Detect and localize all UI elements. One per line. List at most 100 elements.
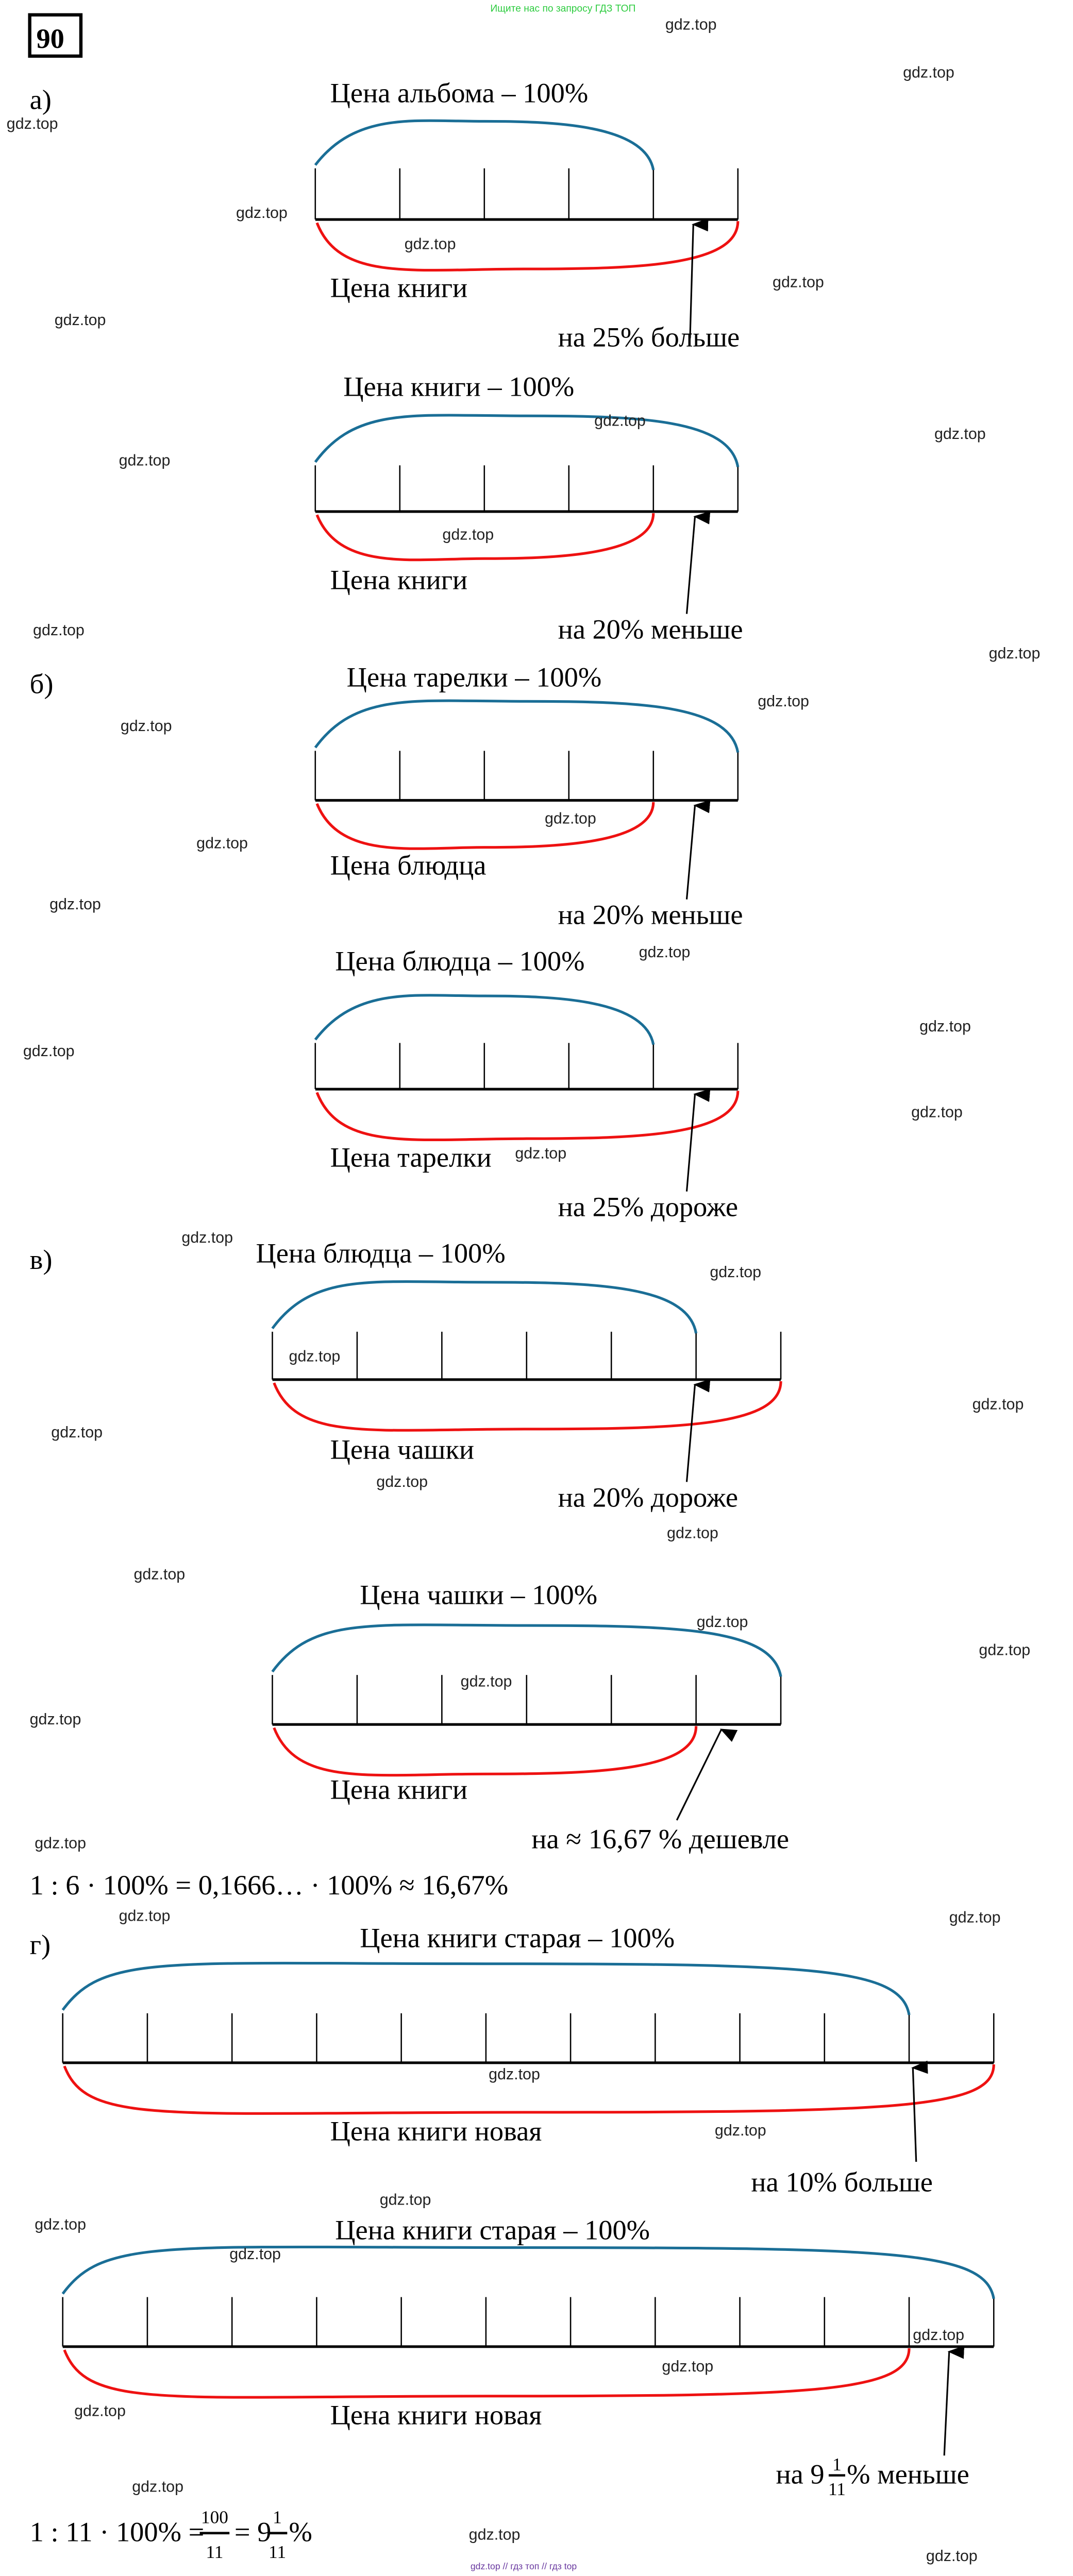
formula-g-frac1-den: 11 — [206, 2542, 223, 2562]
diagram-title: Цена альбома – 100% — [330, 77, 589, 109]
watermark-text: gdz.top — [23, 1042, 75, 1060]
difference-note: на 25% больше — [558, 321, 740, 353]
watermark-text: gdz.top — [196, 834, 248, 852]
diagram-title: Цена книги – 100% — [343, 371, 574, 402]
diagrams: Цена альбома – 100% Цена книги на 25% боль… — [61, 77, 995, 2499]
footer-text: gdz.top // гдз топ // гдз top — [471, 2561, 577, 2571]
diagram-8: Цена книги старая – 100%Цена книги новая… — [61, 2214, 995, 2499]
watermark-text: gdz.top — [236, 204, 288, 222]
whole-arc — [271, 1280, 698, 1334]
watermark-text: gdz.top — [697, 1613, 748, 1631]
watermark-text: gdz.top — [119, 451, 171, 469]
part-arc — [273, 1726, 698, 1777]
task-number: 90 — [36, 23, 64, 54]
watermark-text: gdz.top — [121, 717, 172, 735]
part-arc — [63, 2064, 995, 2115]
watermark-text: gdz.top — [594, 412, 646, 429]
diagram-7: Цена книги старая – 100%Цена книги новая… — [61, 1922, 995, 2198]
watermark-text: gdz.top — [911, 1103, 963, 1121]
watermark-text: gdz.top — [469, 2526, 521, 2544]
whole-arc — [314, 994, 655, 1045]
difference-note: на 25% дороже — [558, 1191, 738, 1223]
difference-note-frac-den: 11 — [828, 2479, 846, 2499]
watermark-text: gdz.top — [380, 2191, 431, 2208]
watermarks: gdz.top gdz.top gdz.top gdz.top gdz.top gdz.t… — [7, 16, 1041, 2565]
bottom-label: Цена чашки — [330, 1434, 474, 1465]
banner-text: Ищите нас по запросу ГДЗ ТОП — [490, 3, 635, 14]
watermark-text: gdz.top — [773, 273, 824, 291]
whole-arc — [314, 699, 740, 753]
watermark-text: gdz.top — [758, 692, 809, 710]
part-label-a: а) — [30, 83, 52, 115]
watermark-text: gdz.top — [33, 621, 85, 639]
whole-arc — [61, 1961, 911, 2015]
watermark-text: gdz.top — [949, 1909, 1001, 1926]
watermark-text: gdz.top — [30, 1710, 81, 1728]
watermark-text: gdz.top — [289, 1348, 341, 1365]
difference-note: на 10% больше — [751, 2166, 933, 2198]
bottom-label: Цена книги — [330, 272, 468, 303]
arrow-icon — [689, 218, 709, 338]
arrow-icon — [943, 2345, 965, 2456]
diagram-title: Цена книги старая – 100% — [335, 2214, 650, 2246]
watermark-text: gdz.top — [979, 1641, 1030, 1659]
arrow-icon — [685, 511, 711, 614]
watermark-text: gdz.top — [35, 2215, 86, 2233]
formula-g-frac2-num: 1 — [273, 2507, 282, 2528]
watermark-text: gdz.top — [903, 64, 954, 81]
watermark-text: gdz.top — [132, 2478, 183, 2496]
whole-arc — [314, 414, 740, 467]
whole-arc — [61, 2245, 995, 2299]
watermark-text: gdz.top — [667, 1524, 718, 1541]
watermark-text: gdz.top — [442, 526, 494, 543]
part-arc — [273, 1381, 782, 1432]
diagram-1: Цена альбома – 100% Цена книги на 25% боль… — [314, 77, 740, 353]
part-arc — [315, 221, 740, 272]
whole-arc — [314, 119, 655, 171]
arrow-icon — [676, 1728, 738, 1821]
bottom-label: Цена тарелки — [330, 1142, 492, 1173]
watermark-text: gdz.top — [545, 809, 596, 827]
part-arc — [315, 513, 655, 562]
watermark-text: gdz.top — [7, 115, 58, 132]
watermark-text: gdz.top — [489, 2065, 540, 2083]
formula-g-prefix: 1 : 11 · 100% = — [30, 2516, 205, 2548]
diagram-title: Цена чашки – 100% — [360, 1579, 597, 1610]
watermark-text: gdz.top — [55, 311, 106, 329]
watermark-text: gdz.top — [973, 1395, 1024, 1413]
task-number-box — [28, 13, 83, 58]
bottom-label: Цена книги — [330, 564, 468, 595]
diagram-title: Цена тарелки – 100% — [347, 661, 602, 692]
formula-g: 1 : 11 · 100% = 100 11 = 9 1 11 % — [30, 2507, 312, 2562]
watermark-text: gdz.top — [405, 235, 456, 253]
watermark-text: gdz.top — [919, 1018, 971, 1035]
watermark-text: gdz.top — [35, 1834, 86, 1852]
part-arc — [315, 1091, 740, 1142]
watermark-text: gdz.top — [181, 1229, 233, 1246]
part-arc — [63, 2348, 911, 2399]
part-arc — [315, 802, 655, 850]
watermark-text: gdz.top — [710, 1263, 761, 1281]
part-label-v: в) — [30, 1244, 53, 1275]
watermark-text: gdz.top — [913, 2326, 964, 2344]
watermark-text: gdz.top — [119, 1907, 171, 1924]
watermark-text: gdz.top — [989, 645, 1041, 662]
arrow-icon — [685, 1089, 711, 1192]
watermark-text: gdz.top — [662, 2358, 713, 2375]
diagram-title: Цена блюдца – 100% — [256, 1237, 505, 1268]
diagram-title: Цена книги старая – 100% — [360, 1922, 675, 1954]
formula-g-eq: = 9 — [234, 2516, 272, 2548]
arrow-icon — [911, 2060, 928, 2162]
watermark-text: gdz.top — [376, 1473, 428, 1490]
formula-v: 1 : 6 · 100% = 0,1666… · 100% ≈ 16,67% — [30, 1869, 508, 1901]
watermark-text: gdz.top — [74, 2402, 126, 2419]
watermark-text: gdz.top — [715, 2122, 766, 2139]
difference-note: на 20% меньше — [558, 899, 743, 930]
difference-note-frac-num: 1 — [832, 2454, 842, 2475]
watermark-text: gdz.top — [926, 2547, 978, 2565]
difference-note-prefix: на 9 — [776, 2459, 824, 2490]
